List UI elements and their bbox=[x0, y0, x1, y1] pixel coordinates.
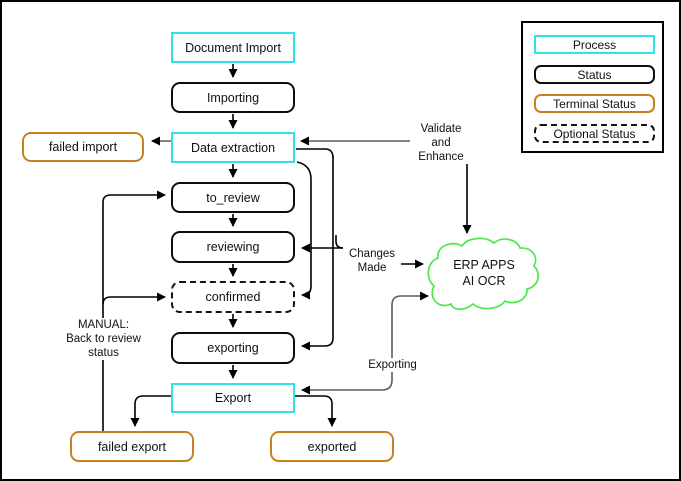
edge-reviewing-hook bbox=[335, 235, 344, 249]
node-reviewing: reviewing bbox=[171, 231, 295, 263]
node-failed-import: failed import bbox=[22, 132, 144, 162]
edge-label-manual-back-to-review: MANUAL: Back to review status bbox=[58, 318, 149, 360]
node-to-review: to_review bbox=[171, 182, 295, 213]
node-importing: Importing bbox=[171, 82, 295, 113]
node-export: Export bbox=[171, 383, 295, 413]
node-document-import: Document Import bbox=[171, 32, 295, 63]
manual-line2: Back to review bbox=[66, 333, 141, 345]
exporting-line1: Exporting bbox=[368, 359, 417, 371]
legend-item-terminal-status: Terminal Status bbox=[534, 94, 655, 113]
validate-line3: Enhance bbox=[418, 151, 464, 163]
cloud-label-line1: ERP APPS bbox=[453, 258, 515, 272]
edge-loop-to-exporting bbox=[301, 157, 334, 351]
edge-data-extraction-loop-top bbox=[296, 148, 334, 159]
node-exporting: exporting bbox=[171, 332, 295, 364]
edge-label-changes-made: Changes Made bbox=[343, 247, 401, 275]
node-confirmed: confirmed bbox=[171, 281, 295, 313]
edge-failed-export-to-confirmed bbox=[102, 292, 166, 305]
edge-label-exporting: Exporting bbox=[365, 358, 420, 372]
legend: Process Status Terminal Status Optional … bbox=[521, 21, 664, 153]
changes-line2: Made bbox=[357, 262, 387, 274]
manual-line3: status bbox=[88, 347, 119, 359]
manual-line1: MANUAL: bbox=[77, 319, 130, 331]
changes-line1: Changes bbox=[348, 248, 396, 260]
node-data-extraction: Data extraction bbox=[171, 132, 295, 163]
edge-export-to-failed-export bbox=[130, 395, 172, 427]
node-failed-export: failed export bbox=[70, 431, 194, 462]
validate-line2: and bbox=[431, 137, 451, 149]
legend-item-process: Process bbox=[534, 35, 655, 54]
node-exported: exported bbox=[270, 431, 394, 462]
validate-line1: Validate bbox=[420, 123, 462, 135]
legend-item-optional-status: Optional Status bbox=[534, 124, 655, 143]
cloud-shape bbox=[427, 237, 540, 311]
edge-export-to-exported bbox=[294, 395, 337, 427]
edge-label-validate-and-enhance: Validate and Enhance bbox=[410, 122, 472, 164]
edge-data-extraction-to-confirmed bbox=[296, 161, 312, 300]
legend-item-status: Status bbox=[534, 65, 655, 84]
edge-export-to-cloud-exporting bbox=[381, 291, 429, 391]
edge-failed-export-to-to-review bbox=[102, 190, 166, 431]
cloud-erp-ocr-label: ERP APPS AI OCR bbox=[430, 257, 538, 289]
cloud-label-line2: AI OCR bbox=[462, 274, 506, 288]
